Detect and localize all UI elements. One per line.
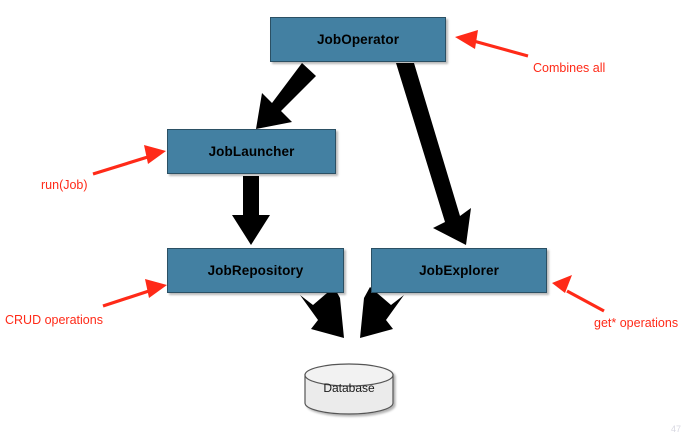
annotation-arrow-run-job	[92, 145, 166, 176]
annotation-crud-operations: CRUD operations	[5, 313, 103, 327]
connector-repository-to-database	[300, 287, 344, 338]
connector-explorer-to-database	[360, 287, 404, 338]
database-cylinder	[304, 363, 394, 415]
node-job-repository[interactable]: JobRepository	[167, 248, 344, 293]
connector-operator-to-launcher	[256, 63, 316, 129]
page-number: 47	[671, 424, 682, 434]
annotation-arrow-combines-all	[455, 30, 529, 58]
annotation-arrow-crud-operations	[102, 279, 167, 308]
database-label: Database	[323, 381, 375, 395]
node-label-job-explorer: JobExplorer	[419, 263, 499, 278]
node-job-explorer[interactable]: JobExplorer	[371, 248, 547, 293]
connector-operator-to-explorer	[396, 63, 471, 245]
node-job-operator[interactable]: JobOperator	[270, 17, 446, 62]
annotation-run-job: run(Job)	[41, 178, 88, 192]
annotation-combines-all: Combines all	[533, 61, 606, 75]
node-label-job-launcher: JobLauncher	[208, 144, 295, 159]
node-label-job-repository: JobRepository	[207, 263, 304, 278]
annotation-arrow-get-operations	[552, 275, 605, 313]
annotation-get-operations: get* operations	[594, 316, 679, 330]
connector-launcher-to-repository	[232, 176, 270, 245]
node-label-job-operator: JobOperator	[316, 32, 400, 47]
node-job-launcher[interactable]: JobLauncher	[167, 129, 336, 174]
